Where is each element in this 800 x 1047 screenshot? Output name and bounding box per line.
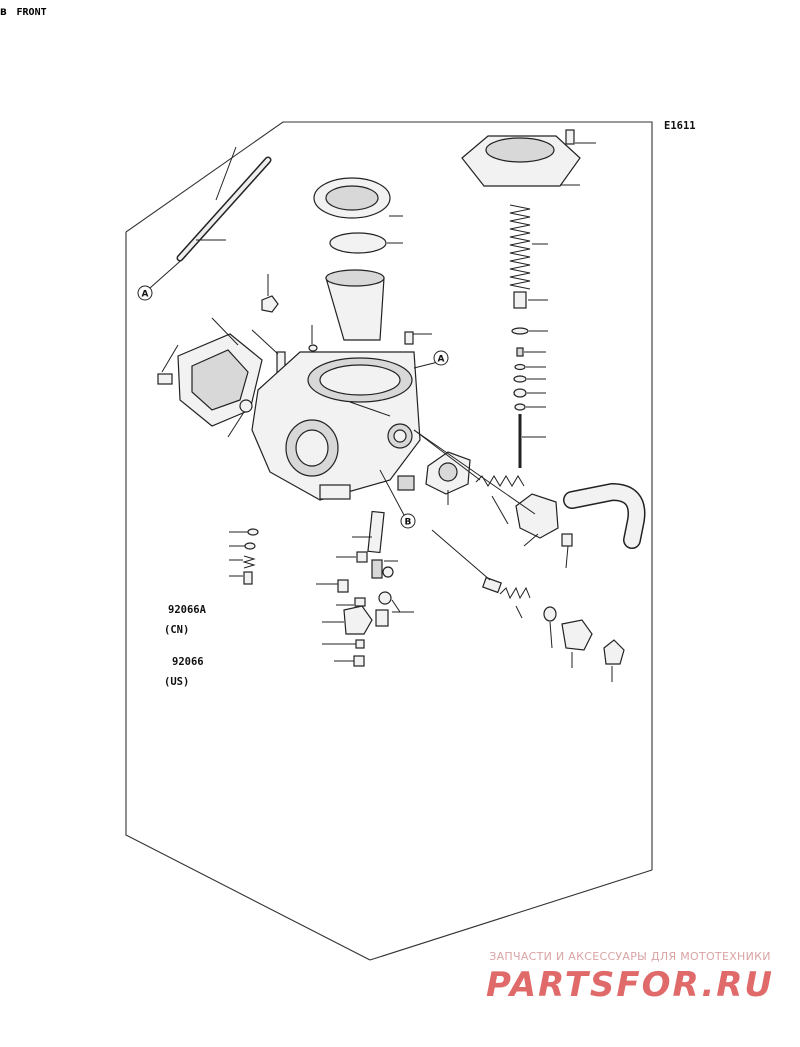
assembly-frame bbox=[125, 121, 653, 961]
pilot-screw-parts bbox=[242, 528, 259, 585]
carburetor-body bbox=[251, 331, 421, 501]
upper-screws bbox=[261, 295, 318, 379]
callout-b-center: B bbox=[400, 513, 416, 529]
needle-spring bbox=[509, 204, 531, 290]
variant-box-us-part: 92066 bbox=[172, 656, 204, 668]
callout-b-right: B bbox=[0, 8, 7, 18]
top-cover bbox=[461, 129, 581, 187]
vent-hose bbox=[563, 482, 646, 549]
pilot-rod bbox=[176, 156, 272, 262]
jet-parts bbox=[337, 510, 394, 667]
callout-a-right: A bbox=[433, 350, 449, 366]
svg-text:B: B bbox=[405, 518, 412, 528]
variant-box-us-region: (US) bbox=[164, 676, 190, 688]
callout-a-left: A bbox=[137, 285, 153, 301]
choke-assembly bbox=[475, 475, 573, 547]
svg-text:A: A bbox=[438, 355, 445, 365]
variant-box-cn-region: (CN) bbox=[164, 624, 190, 636]
svg-text:A: A bbox=[142, 290, 149, 300]
front-arrow: FRONT bbox=[17, 0, 47, 19]
watermark-tagline: ЗАПЧАСТИ И АКСЕССУАРЫ ДЛЯ МОТОТЕХНИКИ bbox=[489, 950, 771, 963]
figure-code: E1611 bbox=[664, 120, 696, 132]
variant-box-cn-part: 92066A bbox=[168, 604, 206, 616]
watermark: ЗАПЧАСТИ И АКСЕССУАРЫ ДЛЯ МОТОТЕХНИКИ PA… bbox=[470, 950, 790, 1005]
front-label: FRONT bbox=[16, 7, 47, 18]
gasket bbox=[425, 451, 471, 495]
diaphragm bbox=[313, 177, 391, 341]
needle-parts bbox=[511, 291, 529, 468]
starter-plunger-parts bbox=[482, 576, 625, 665]
watermark-brand: PARTSFOR.RU bbox=[485, 965, 775, 1005]
left-cover bbox=[157, 333, 263, 427]
